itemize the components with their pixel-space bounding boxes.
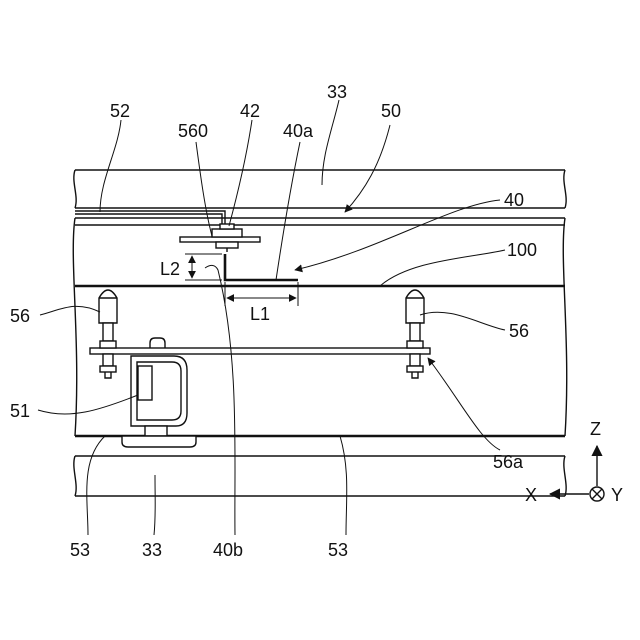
pin-56-left [99, 290, 117, 378]
strip-40 [225, 254, 298, 280]
pin-56-right [406, 290, 424, 378]
dim-label-l2: L2 [160, 259, 180, 279]
axis-y-label: Y [611, 485, 623, 505]
label-50: 50 [381, 101, 401, 121]
dim-label-l1: L1 [250, 304, 270, 324]
plate-52 [75, 211, 225, 236]
dimension-l2: L2 [160, 254, 222, 280]
label-560: 560 [178, 121, 208, 141]
label-100: 100 [507, 240, 537, 260]
label-33-bottom: 33 [142, 540, 162, 560]
reference-labels: 52 560 42 33 40a 50 40 100 56 56 51 56a … [10, 82, 537, 560]
bar-56a [90, 348, 430, 354]
label-56-left: 56 [10, 306, 30, 326]
label-56a: 56a [493, 452, 524, 472]
axis-z-label: Z [590, 419, 601, 439]
label-53-right: 53 [328, 540, 348, 560]
axis-x-label: X [525, 485, 537, 505]
label-40: 40 [504, 190, 524, 210]
label-53-left: 53 [70, 540, 90, 560]
label-33-top: 33 [327, 82, 347, 102]
label-40b: 40b [213, 540, 243, 560]
label-56-right: 56 [509, 321, 529, 341]
label-52: 52 [110, 101, 130, 121]
top-rail-33 [74, 170, 566, 208]
axes-indicator: Z X Y [525, 419, 623, 505]
dimension-l1: L1 [225, 282, 298, 324]
plate-560 [180, 237, 260, 242]
label-42: 42 [240, 101, 260, 121]
label-51: 51 [10, 401, 30, 421]
label-40a: 40a [283, 121, 314, 141]
